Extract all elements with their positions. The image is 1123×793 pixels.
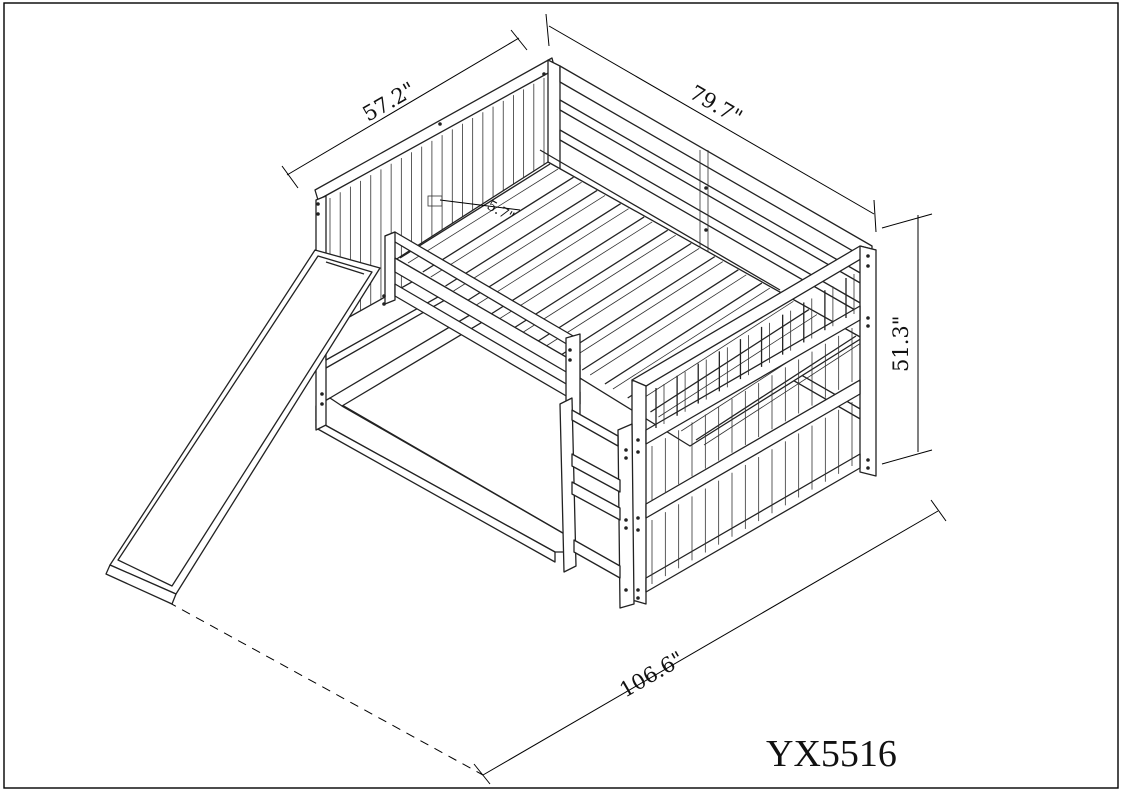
overall-label: 106.6": [616, 647, 688, 703]
slide: [105, 249, 381, 605]
height-label: 51.3": [889, 316, 913, 372]
near-footboard: [631, 245, 877, 605]
screw-holes: [316, 72, 870, 600]
page-frame: [3, 2, 1119, 789]
width-label: 57.2": [359, 77, 420, 126]
dimension-height: 51.3": [881, 213, 933, 465]
ladder: [559, 397, 635, 609]
model-code: YX5516: [766, 733, 897, 775]
upper-guard-rail: [384, 231, 581, 423]
